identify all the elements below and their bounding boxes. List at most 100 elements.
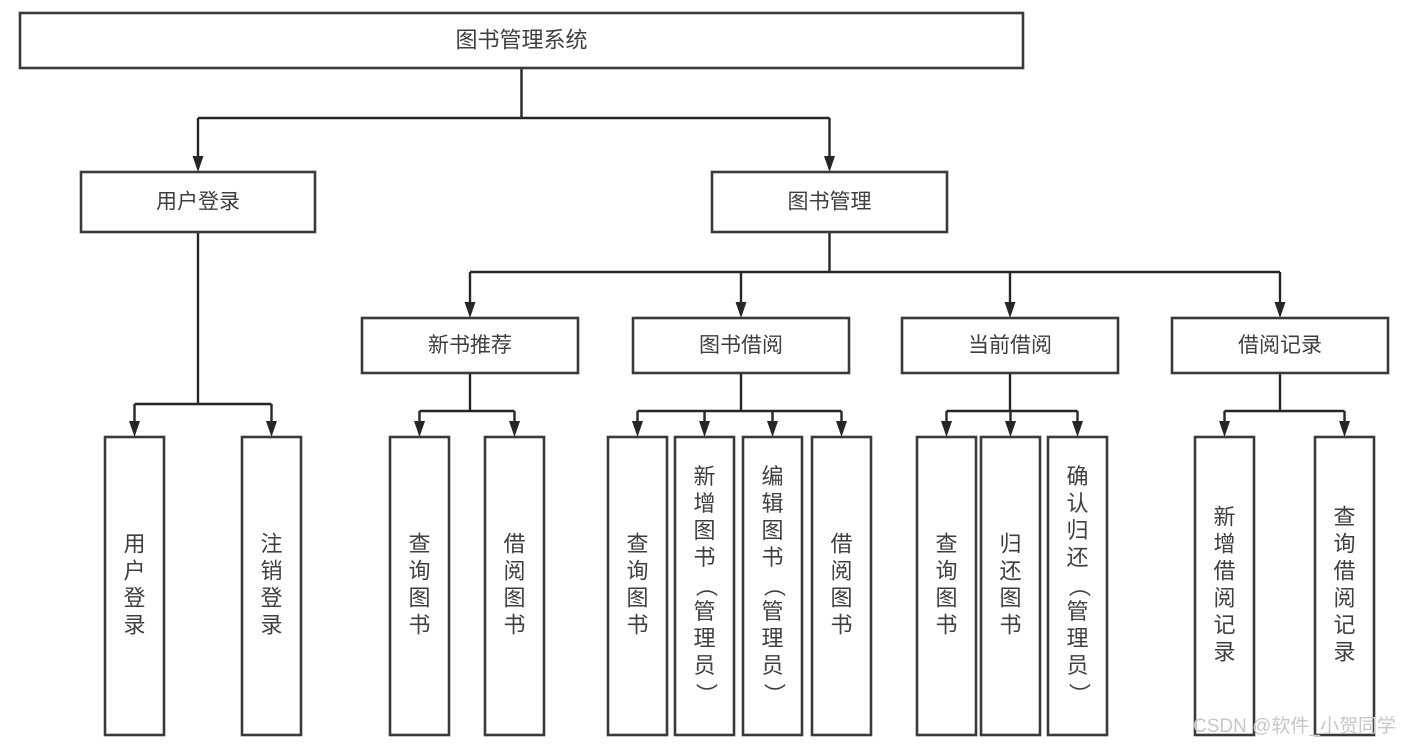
svg-text:增: 增 xyxy=(693,491,715,516)
svg-text:）: ） xyxy=(1067,683,1092,705)
connector-layer xyxy=(129,68,1350,437)
node-box[interactable] xyxy=(388,435,451,737)
svg-text:户: 户 xyxy=(123,558,145,583)
node-box[interactable] xyxy=(1193,435,1256,737)
watermark-label: CSDN @软件_小贺同学 xyxy=(1193,715,1396,737)
node-图书管理[interactable]: 图书管理 xyxy=(710,170,949,234)
arrow-head-icon xyxy=(129,421,140,437)
node-box[interactable] xyxy=(900,316,1120,375)
svg-text:）: ） xyxy=(694,683,719,705)
svg-text:员: 员 xyxy=(693,653,715,678)
node-box[interactable] xyxy=(915,435,978,737)
svg-text:记: 记 xyxy=(1213,612,1235,637)
svg-text:管: 管 xyxy=(761,599,783,624)
node-box[interactable] xyxy=(606,435,669,737)
svg-text:录: 录 xyxy=(123,612,145,637)
svg-text:书: 书 xyxy=(935,612,957,637)
node-box[interactable] xyxy=(240,435,303,737)
node-label: 借阅记录 xyxy=(1238,334,1322,357)
svg-text:询: 询 xyxy=(1333,531,1355,556)
svg-text:录: 录 xyxy=(260,612,282,637)
node-借阅记录[interactable]: 借阅记录 xyxy=(1170,316,1390,375)
svg-text:员: 员 xyxy=(1066,653,1088,678)
svg-text:图: 图 xyxy=(693,518,715,543)
svg-text:询: 询 xyxy=(626,558,648,583)
svg-text:阅: 阅 xyxy=(1213,585,1235,610)
svg-text:书: 书 xyxy=(693,545,715,570)
svg-text:图: 图 xyxy=(999,585,1021,610)
svg-text:录: 录 xyxy=(1333,639,1355,664)
node-label: 图书管理系统 xyxy=(455,27,587,52)
svg-text:阅: 阅 xyxy=(503,558,525,583)
node-当前借阅[interactable]: 当前借阅 xyxy=(900,316,1120,375)
svg-text:确: 确 xyxy=(1066,464,1088,489)
svg-text:辑: 辑 xyxy=(761,491,783,516)
svg-text:借: 借 xyxy=(503,531,525,556)
svg-text:归: 归 xyxy=(999,531,1021,556)
node-box[interactable] xyxy=(710,170,949,234)
node-box[interactable] xyxy=(18,11,1025,70)
svg-text:书: 书 xyxy=(999,612,1021,637)
node-用户登录[interactable]: 用户登录 xyxy=(103,435,166,737)
arrow-head-icon xyxy=(699,421,710,437)
arrow-head-icon xyxy=(767,421,778,437)
arrow-head-icon xyxy=(735,302,747,318)
svg-text:管: 管 xyxy=(1066,599,1088,624)
node-label-vertical: 用户登录 xyxy=(123,531,145,637)
svg-text:查: 查 xyxy=(626,531,648,556)
svg-text:（: （ xyxy=(762,575,787,597)
node-box[interactable] xyxy=(979,435,1042,737)
svg-text:图: 图 xyxy=(830,585,852,610)
svg-text:录: 录 xyxy=(1213,639,1235,664)
node-box[interactable] xyxy=(483,435,546,737)
node-box[interactable] xyxy=(631,316,851,375)
node-新书推荐[interactable]: 新书推荐 xyxy=(360,316,580,375)
arrow-head-icon xyxy=(941,421,952,437)
node-box[interactable] xyxy=(1170,316,1390,375)
node-box[interactable] xyxy=(1313,435,1376,737)
node-图书借阅[interactable]: 图书借阅 xyxy=(631,316,851,375)
node-label: 图书借阅 xyxy=(699,334,783,357)
node-box[interactable] xyxy=(673,435,736,737)
svg-text:注: 注 xyxy=(260,531,282,556)
svg-text:询: 询 xyxy=(408,558,430,583)
svg-text:增: 增 xyxy=(1213,531,1235,556)
arrow-head-icon xyxy=(1339,421,1350,437)
svg-text:归: 归 xyxy=(1066,518,1088,543)
svg-text:用: 用 xyxy=(123,531,145,556)
svg-text:书: 书 xyxy=(503,612,525,637)
svg-text:查: 查 xyxy=(408,531,430,556)
node-用户登录[interactable]: 用户登录 xyxy=(79,170,317,234)
svg-text:登: 登 xyxy=(123,585,145,610)
svg-text:）: ） xyxy=(762,683,787,705)
svg-text:图: 图 xyxy=(626,585,648,610)
node-box[interactable] xyxy=(741,435,804,737)
svg-text:图: 图 xyxy=(935,585,957,610)
node-box[interactable] xyxy=(79,170,317,234)
node-box[interactable] xyxy=(103,435,166,737)
node-box[interactable] xyxy=(1046,435,1109,737)
node-box[interactable] xyxy=(810,435,873,737)
svg-text:新: 新 xyxy=(1213,504,1235,529)
node-图书管理系统[interactable]: 图书管理系统 xyxy=(18,11,1025,70)
node-box[interactable] xyxy=(360,316,580,375)
